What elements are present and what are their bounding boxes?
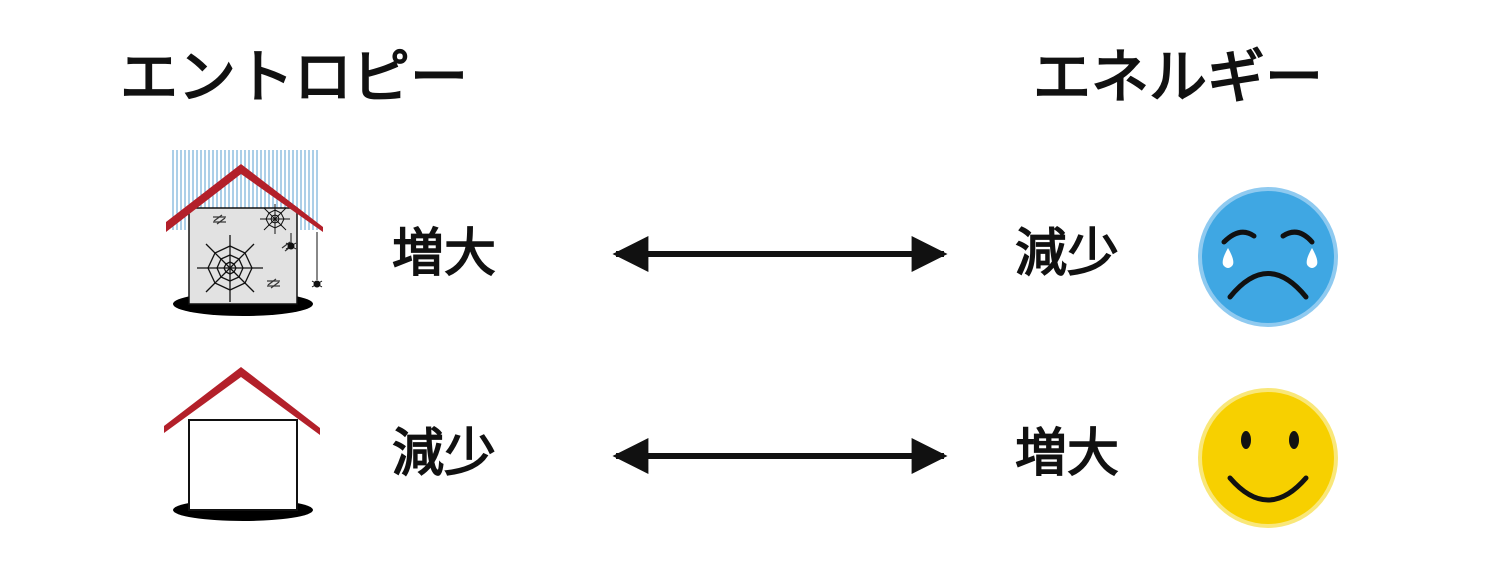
energy-change-label-row2: 増大 [1015, 424, 1120, 484]
house-wall [188, 207, 298, 305]
house-wall [188, 419, 298, 511]
dirty-house-icon [166, 150, 323, 316]
dust-marks [213, 214, 294, 289]
sad-face-icon [1198, 187, 1338, 327]
spider-icon [285, 232, 323, 288]
house-roof [166, 164, 323, 232]
happy-face-icon [1198, 388, 1338, 528]
energy-change-label-row1: 減少 [1015, 224, 1120, 284]
clean-house-icon [164, 367, 320, 521]
entropy-heading: エントロピー [120, 43, 469, 111]
cobweb-icon [197, 235, 263, 302]
energy-heading: エネルギー [1033, 43, 1324, 111]
small-cobweb-icon [260, 204, 290, 234]
tear-drop [1222, 248, 1234, 268]
entropy-change-label-row1: 増大 [392, 224, 497, 284]
tear-drop [1306, 248, 1318, 268]
entropy-change-label-row2: 減少 [392, 424, 497, 484]
